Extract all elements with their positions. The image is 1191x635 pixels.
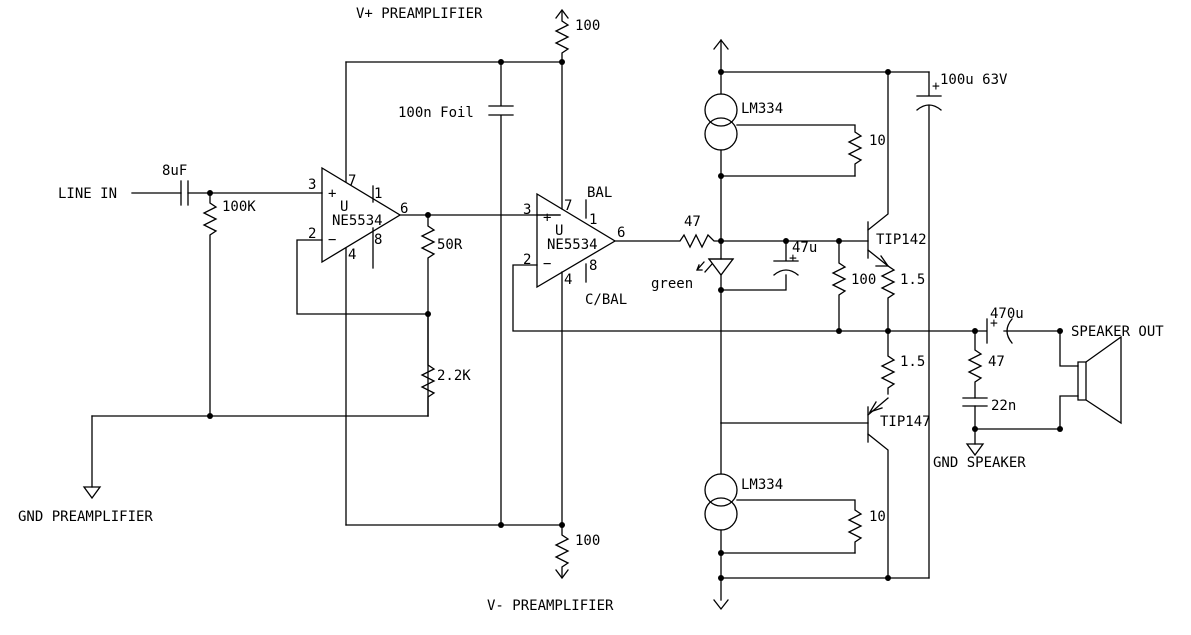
- labels: V+ PREAMPLIFIER V- PREAMPLIFIER GND PREA…: [18, 6, 1164, 614]
- op2-pin4: 4: [564, 272, 572, 288]
- r-out-label: 47: [684, 214, 701, 230]
- v-minus-pre-label: V- PREAMPLIFIER: [487, 598, 614, 614]
- op1-minus: −: [328, 232, 336, 248]
- op2-pin1: 1: [589, 212, 597, 228]
- c-zobel-label: 22n: [991, 398, 1016, 414]
- op2-unit: U: [555, 223, 563, 239]
- opamp-2: [512, 61, 976, 526]
- op2-pin2: 2: [523, 252, 531, 268]
- op2-bal: BAL: [587, 185, 612, 201]
- q-top-label: TIP142: [876, 232, 927, 248]
- r-vplus-label: 100: [575, 18, 600, 34]
- c-rail-label: 100u 63V: [940, 72, 1008, 88]
- led-label: green: [651, 276, 693, 292]
- speaker-out-label: SPEAKER OUT: [1071, 324, 1164, 340]
- c-in-label: 8uF: [162, 163, 187, 179]
- re-bot-label: 1.5: [900, 354, 925, 370]
- r-vminus-label: 100: [575, 533, 600, 549]
- op1-part: NE5534: [332, 213, 383, 229]
- c-out-label: 470u: [990, 306, 1024, 322]
- op2-cbal: C/BAL: [585, 292, 627, 308]
- op2-pin6: 6: [617, 225, 625, 241]
- ccs-top-label: LM334: [741, 101, 783, 117]
- rail-capacitor: +: [916, 71, 942, 579]
- supply-network: [345, 8, 570, 580]
- svg-text:+: +: [990, 316, 998, 331]
- op1-plus: +: [328, 186, 336, 202]
- op1-pin8: 8: [374, 232, 382, 248]
- svg-text:+: +: [932, 79, 940, 94]
- c-foil-label: 100n Foil: [398, 105, 474, 121]
- gnd-pre-label: GND PREAMPLIFIER: [18, 509, 153, 525]
- op1-pin2: 2: [308, 226, 316, 242]
- r-zobel-label: 47: [988, 354, 1005, 370]
- v-plus-pre-label: V+ PREAMPLIFIER: [356, 6, 483, 22]
- r-bias-label: 100: [851, 272, 876, 288]
- output-stage: [720, 71, 896, 579]
- op2-part: NE5534: [547, 237, 598, 253]
- q-bot-label: TIP147: [880, 414, 931, 430]
- r-gnd-label: 2.2K: [437, 368, 471, 384]
- c-bias-label: 47u: [792, 240, 817, 256]
- op1-unit: U: [340, 199, 348, 215]
- op1-pin3: 3: [308, 177, 316, 193]
- opamp-1: [296, 61, 561, 526]
- r-feedback-label: 50R: [437, 237, 463, 253]
- op1-pin1: 1: [374, 186, 382, 202]
- gnd-speaker-label: GND SPEAKER: [933, 455, 1026, 471]
- op1-pin7: 7: [348, 173, 356, 189]
- bias-network: [696, 238, 869, 334]
- op2-pin8: 8: [589, 258, 597, 274]
- op2-pin3: 3: [523, 202, 531, 218]
- op1-pin4: 4: [348, 247, 356, 263]
- ccs-bottom: [704, 422, 930, 611]
- ccs-bot-r-label: 10: [869, 509, 886, 525]
- output-network: +: [962, 316, 1122, 457]
- ccs-top-r-label: 10: [869, 133, 886, 149]
- input-section: [82, 180, 429, 500]
- line-in-label: LINE IN: [58, 186, 117, 202]
- op2-pin7: 7: [564, 198, 572, 214]
- op2-minus: −: [543, 256, 551, 272]
- op1-pin6: 6: [400, 201, 408, 217]
- ccs-bot-label: LM334: [741, 477, 783, 493]
- ccs-top: [704, 38, 930, 242]
- svg-text:+: +: [789, 251, 797, 266]
- op2-plus: +: [543, 210, 551, 226]
- r-in-label: 100K: [222, 199, 256, 215]
- re-top-label: 1.5: [900, 272, 925, 288]
